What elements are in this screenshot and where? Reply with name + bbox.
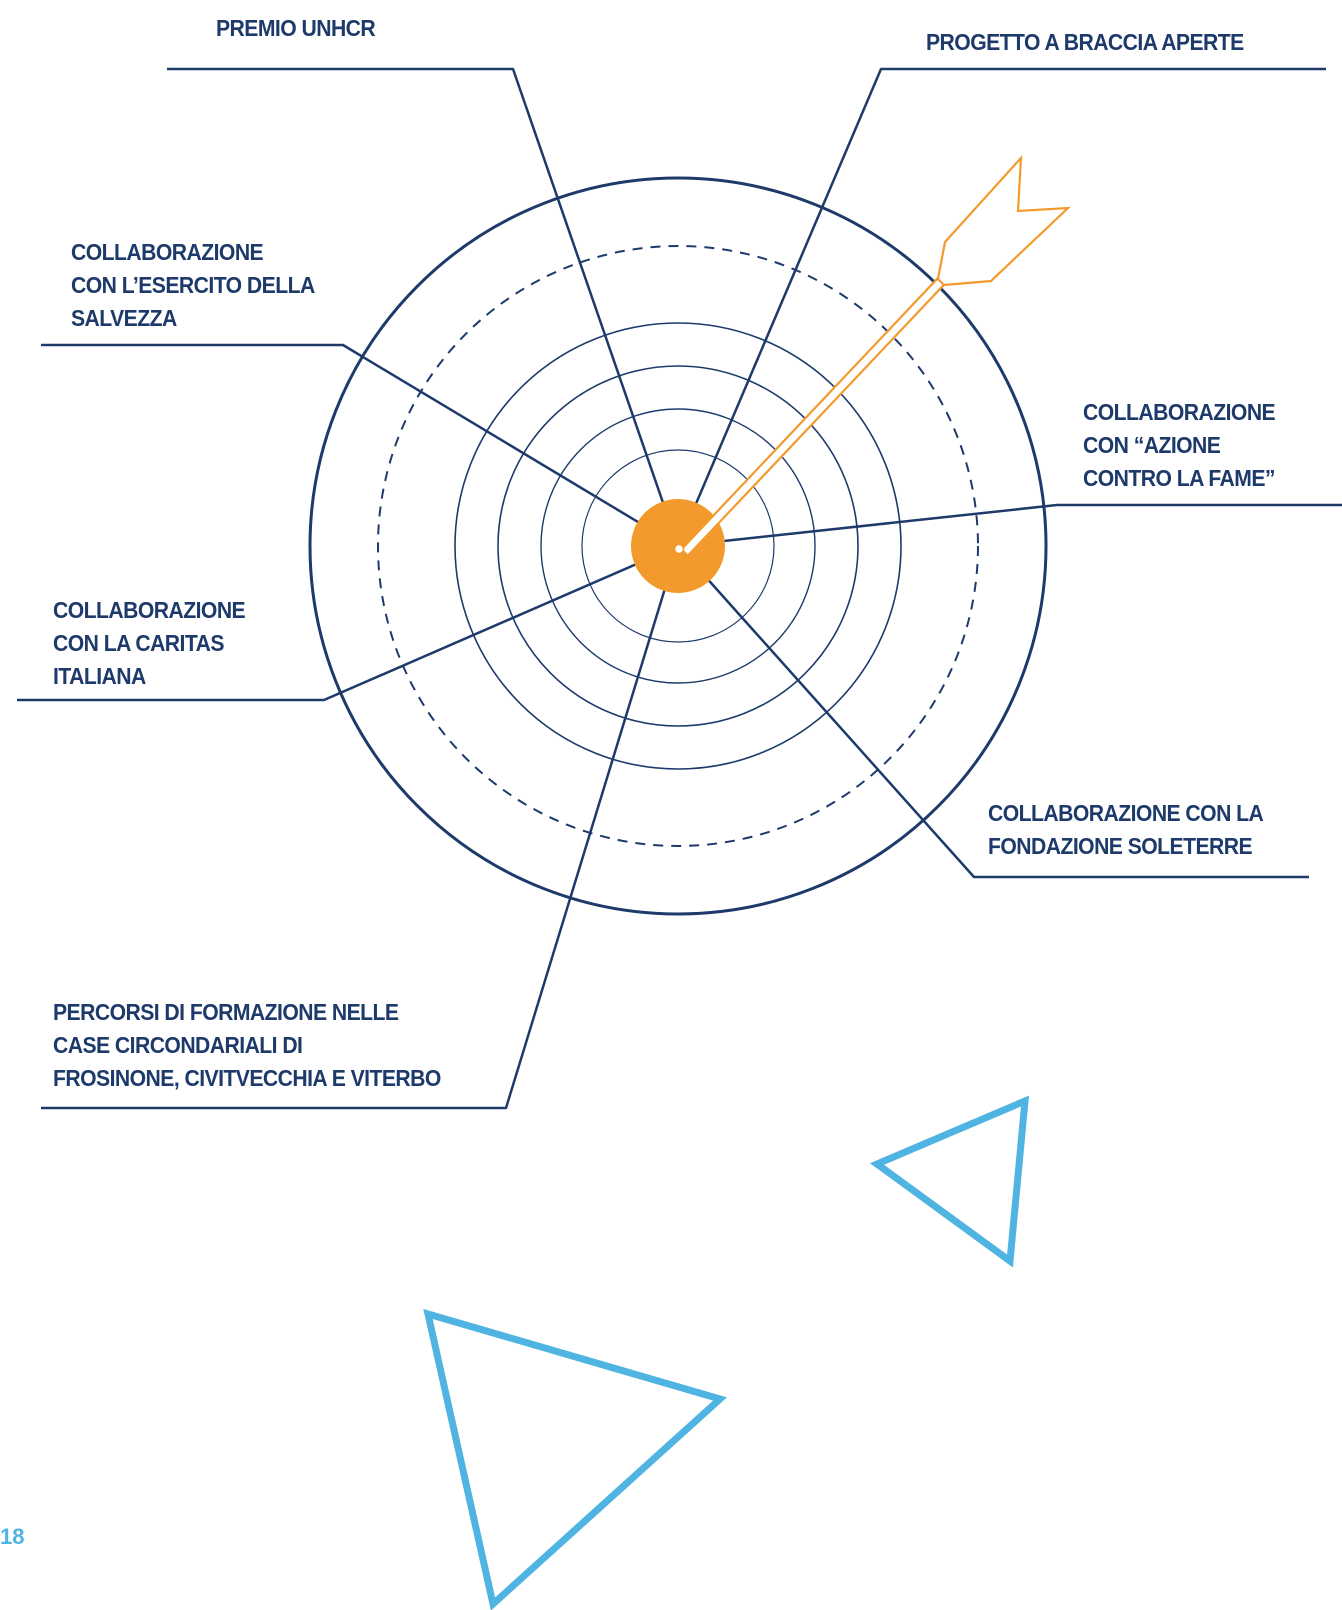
label-line: COLLABORAZIONE — [53, 597, 246, 623]
page-number: 18 — [0, 1524, 25, 1549]
label-premio-unhcr: PREMIO UNHCR — [216, 12, 376, 45]
label-line: COLLABORAZIONE — [1083, 399, 1276, 425]
label-line: CASE CIRCONDARIALI DI — [53, 1032, 303, 1058]
label-line: FONDAZIONE SOLETERRE — [988, 833, 1253, 859]
leader-line-progetto-braccia-aperte — [676, 67, 1326, 547]
label-line: CON L’ESERCITO DELLA — [71, 272, 315, 298]
leader-lines — [17, 67, 1342, 1110]
target-ring — [497, 365, 859, 727]
label-line: PREMIO UNHCR — [216, 15, 376, 41]
label-caritas-italiana: COLLABORAZIONE CON LA CARITAS ITALIANA — [53, 594, 246, 693]
label-line: ITALIANA — [53, 663, 146, 689]
arrow-tip — [673, 543, 685, 555]
label-progetto-braccia-aperte: PROGETTO A BRACCIA APERTE — [926, 26, 1244, 59]
leader-line-esercito-salvezza — [41, 343, 679, 548]
label-line: CON LA CARITAS — [53, 630, 224, 656]
target-outer-ring — [308, 176, 1048, 916]
target-ring — [540, 408, 816, 684]
target-ring — [581, 449, 775, 643]
leader-line-azione-contro-fame — [677, 503, 1342, 548]
label-line: CONTRO LA FAME” — [1083, 465, 1276, 491]
leader-line-fondazione-soleterre — [677, 545, 1309, 879]
label-line: COLLABORAZIONE CON LA — [988, 800, 1264, 826]
target-ring — [454, 322, 902, 770]
triangle-outline-icon — [423, 1308, 728, 1610]
arrow-icon — [679, 154, 1071, 558]
label-azione-contro-fame: COLLABORAZIONE CON “AZIONE CONTRO LA FAM… — [1083, 396, 1276, 495]
arrow-shaft — [679, 276, 946, 558]
leader-line-caritas-italiana — [17, 544, 679, 702]
label-fondazione-soleterre: COLLABORAZIONE CON LA FONDAZIONE SOLETER… — [988, 797, 1264, 863]
label-line: PERCORSI DI FORMAZIONE NELLE — [53, 999, 399, 1025]
label-line: COLLABORAZIONE — [71, 239, 264, 265]
target-rings — [308, 176, 1048, 916]
leader-line-percorsi-formazione — [41, 545, 680, 1110]
label-line: SALVEZZA — [71, 305, 177, 331]
arrow-fletching — [936, 154, 1071, 287]
label-percorsi-formazione: PERCORSI DI FORMAZIONE NELLE CASE CIRCON… — [53, 996, 441, 1095]
label-line: PROGETTO A BRACCIA APERTE — [926, 29, 1244, 55]
label-esercito-salvezza: COLLABORAZIONE CON L’ESERCITO DELLA SALV… — [71, 236, 315, 335]
label-line: CON “AZIONE — [1083, 432, 1221, 458]
label-line: FROSINONE, CIVITVECCHIA E VITERBO — [53, 1065, 441, 1091]
target-dashed-ring — [377, 245, 979, 847]
leader-line-premio-unhcr — [167, 67, 680, 547]
triangle-outline-icon — [869, 1095, 1030, 1268]
